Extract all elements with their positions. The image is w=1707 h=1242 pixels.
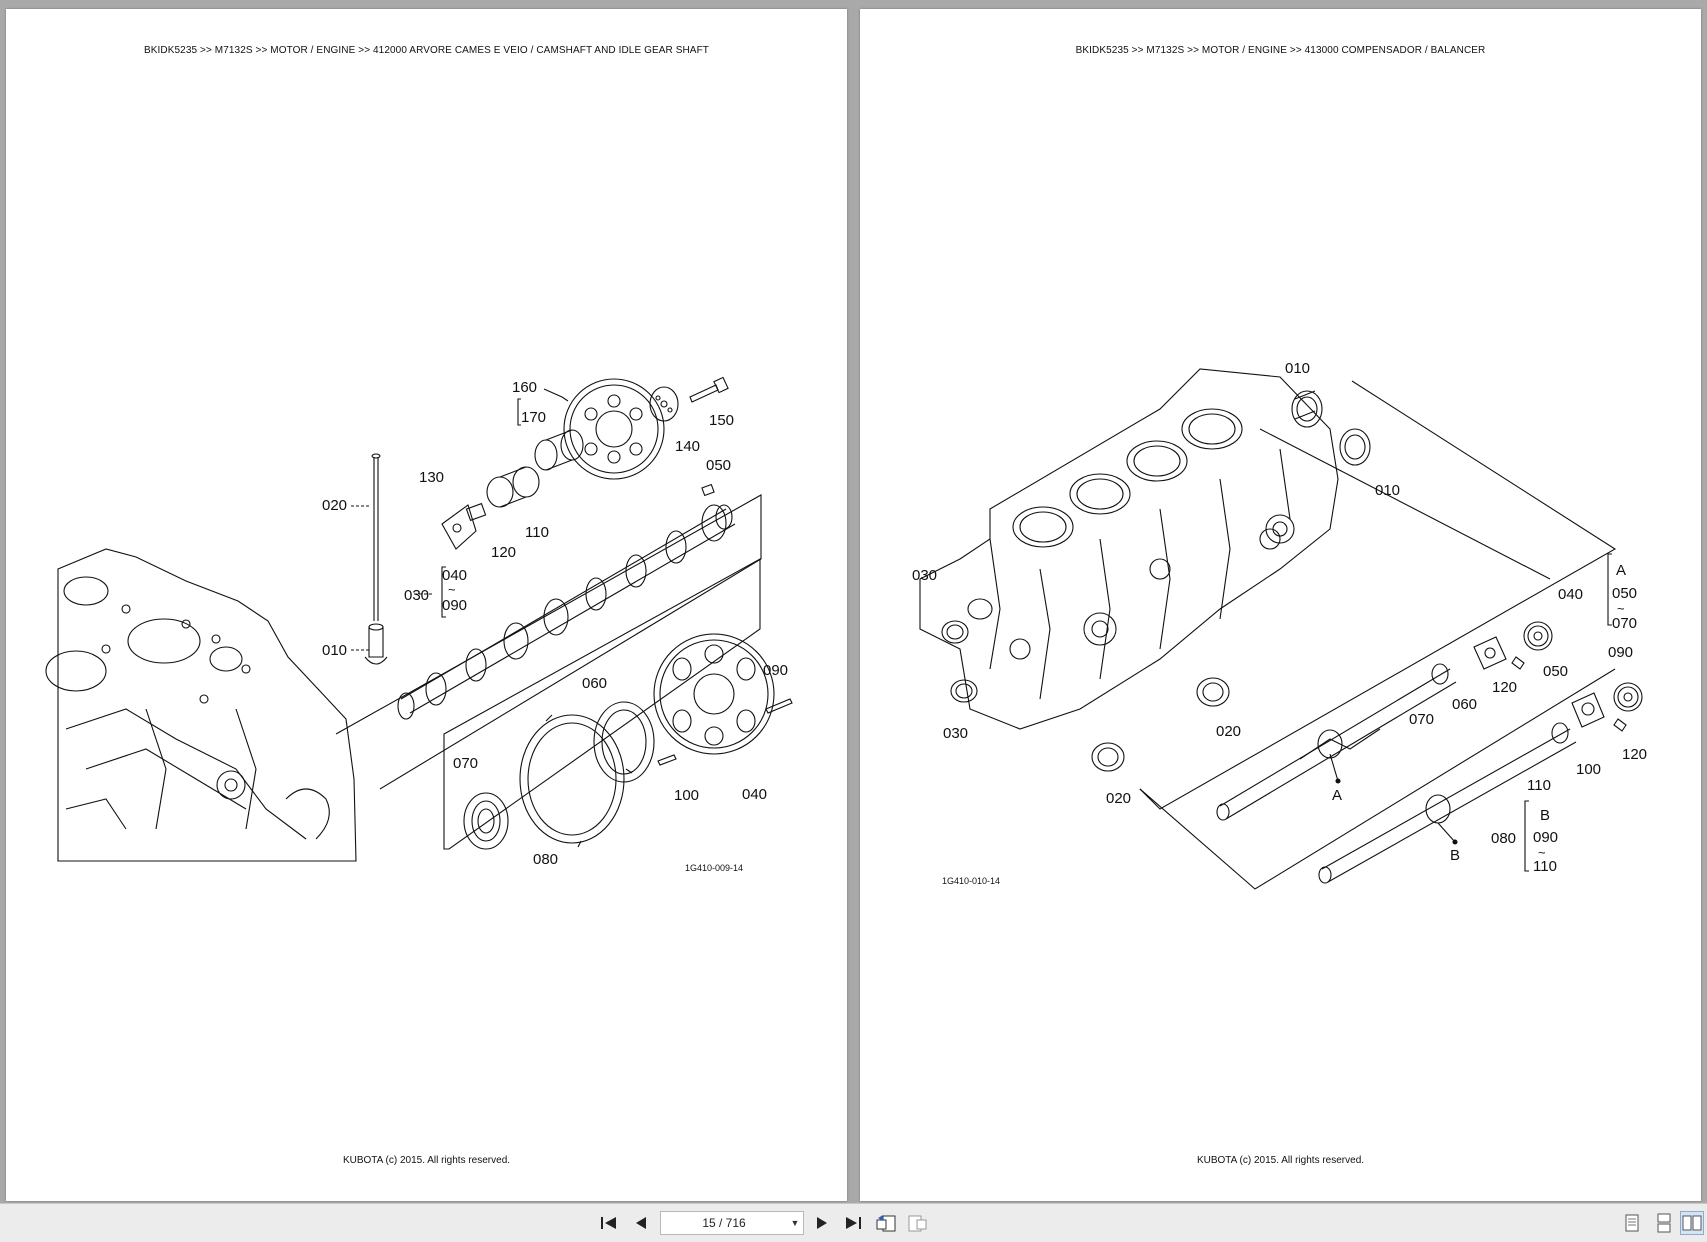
figure-code: 1G410-009-14 bbox=[685, 863, 743, 873]
callout-B: B bbox=[1450, 847, 1460, 864]
callout-170: 170 bbox=[521, 409, 546, 426]
callout-020-mid: 020 bbox=[1216, 723, 1241, 740]
page-number-field[interactable]: 15 / 716 ▼ bbox=[660, 1211, 804, 1235]
callout-090-key: 090 bbox=[1533, 829, 1558, 846]
callout-030-top: 030 bbox=[912, 567, 937, 584]
first-page-icon[interactable] bbox=[597, 1211, 621, 1235]
forward-view-icon[interactable] bbox=[906, 1211, 930, 1235]
callout-050: 050 bbox=[706, 457, 731, 474]
callout-070: 070 bbox=[453, 755, 478, 772]
next-page-icon[interactable] bbox=[810, 1211, 834, 1235]
callout-040: 040 bbox=[1558, 586, 1583, 603]
single-page-icon[interactable] bbox=[1620, 1211, 1644, 1235]
right-page: BKIDK5235 >> M7132S >> MOTOR / ENGINE >>… bbox=[860, 9, 1701, 1201]
callout-150: 150 bbox=[709, 412, 734, 429]
callout-tilde: ~ bbox=[448, 582, 456, 597]
callout-040: 040 bbox=[442, 567, 467, 584]
callout-040-gear: 040 bbox=[742, 786, 767, 803]
callout-130: 130 bbox=[419, 469, 444, 486]
left-page: BKIDK5235 >> M7132S >> MOTOR / ENGINE >>… bbox=[6, 9, 847, 1201]
callout-090: 090 bbox=[1608, 644, 1633, 661]
svg-text:~: ~ bbox=[1617, 601, 1625, 616]
document-viewport[interactable]: BKIDK5235 >> M7132S >> MOTOR / ENGINE >>… bbox=[0, 0, 1707, 1203]
callout-110-key: 110 bbox=[1533, 858, 1557, 875]
callout-050: 050 bbox=[1543, 663, 1568, 680]
callout-020: 020 bbox=[1106, 790, 1131, 807]
callout-080: 080 bbox=[1491, 830, 1516, 847]
page-indicator: 15 / 716 bbox=[702, 1216, 746, 1230]
camshaft-diagram: 160 170 150 140 050 130 020 110 120 040 … bbox=[45, 376, 793, 873]
callout-030: 030 bbox=[943, 725, 968, 742]
callout-100: 100 bbox=[674, 787, 699, 804]
balancer-diagram: 010 010 030 030 040 A 050 ~ 070 050 120 … bbox=[912, 360, 1647, 890]
right-page-header: BKIDK5235 >> M7132S >> MOTOR / ENGINE >>… bbox=[1075, 45, 1486, 56]
callout-B-key: B bbox=[1540, 807, 1550, 824]
right-page-footer: KUBOTA (c) 2015. All rights reserved. bbox=[1196, 1155, 1365, 1166]
callout-120-b: 120 bbox=[1622, 746, 1647, 763]
prev-page-icon[interactable] bbox=[629, 1211, 653, 1235]
callout-010-top: 010 bbox=[1285, 360, 1310, 377]
figure-code: 1G410-010-14 bbox=[942, 876, 1000, 886]
callout-030: 030 bbox=[404, 587, 429, 604]
left-page-footer: KUBOTA (c) 2015. All rights reserved. bbox=[342, 1155, 511, 1166]
callout-160: 160 bbox=[512, 379, 537, 396]
callout-120: 120 bbox=[1492, 679, 1517, 696]
left-page-header: BKIDK5235 >> M7132S >> MOTOR / ENGINE >>… bbox=[143, 45, 709, 56]
callout-100: 100 bbox=[1576, 761, 1601, 778]
callout-120: 120 bbox=[491, 544, 516, 561]
two-page-icon[interactable] bbox=[1680, 1211, 1704, 1235]
callout-060: 060 bbox=[582, 675, 607, 692]
callout-050-key: 050 bbox=[1612, 585, 1637, 602]
callout-080: 080 bbox=[533, 851, 558, 868]
callout-070-key: 070 bbox=[1612, 615, 1637, 632]
callout-010: 010 bbox=[1375, 482, 1400, 499]
callout-A: A bbox=[1332, 787, 1342, 804]
callout-020: 020 bbox=[322, 497, 347, 514]
callout-110: 110 bbox=[525, 524, 549, 541]
callout-110: 110 bbox=[1527, 777, 1551, 794]
continuous-page-icon[interactable] bbox=[1652, 1211, 1676, 1235]
navigation-toolbar: 15 / 716 ▼ bbox=[0, 1203, 1707, 1242]
callout-A-key: A bbox=[1616, 562, 1626, 579]
callout-060: 060 bbox=[1452, 696, 1477, 713]
callout-090: 090 bbox=[442, 597, 467, 614]
callout-010: 010 bbox=[322, 642, 347, 659]
last-page-icon[interactable] bbox=[841, 1211, 865, 1235]
chevron-down-icon[interactable]: ▼ bbox=[790, 1218, 800, 1228]
callout-070: 070 bbox=[1409, 711, 1434, 728]
callout-090-bolt: 090 bbox=[763, 662, 788, 679]
svg-text:~: ~ bbox=[1538, 845, 1546, 860]
callout-140: 140 bbox=[675, 438, 700, 455]
back-view-icon[interactable] bbox=[874, 1211, 898, 1235]
